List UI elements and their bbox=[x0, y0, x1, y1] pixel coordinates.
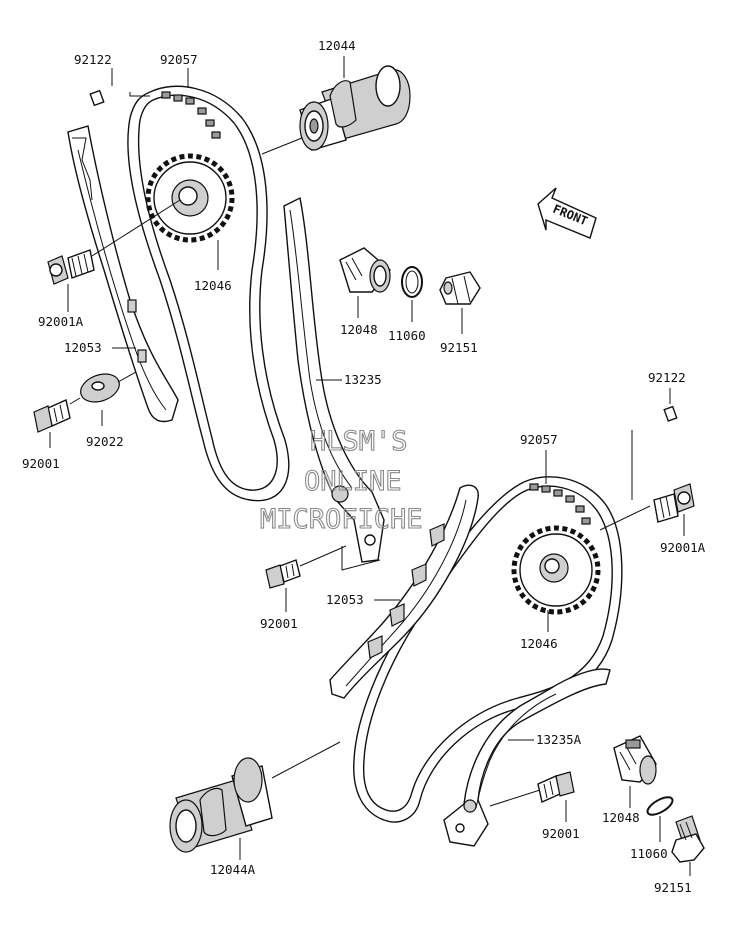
label-tensioner-guide-top: 13235 bbox=[344, 372, 382, 387]
lower-bolt bbox=[537, 771, 575, 803]
upper-flange-bolt bbox=[47, 249, 95, 285]
label-tensioner-guide-bottom: 13235A bbox=[536, 732, 582, 747]
upper-cap-bolt bbox=[439, 271, 481, 305]
watermark-line-3: MICROFICHE bbox=[260, 504, 423, 535]
leader-lines bbox=[49, 56, 691, 876]
label-guide-top: 12053 bbox=[64, 340, 102, 355]
label-pin-top: 92122 bbox=[74, 52, 112, 67]
label-chain-top: 92057 bbox=[160, 52, 198, 67]
watermark-line-2: ONLINE bbox=[304, 466, 402, 497]
upper-tensioner-guide bbox=[283, 196, 385, 563]
label-washer-top: 92022 bbox=[86, 434, 124, 449]
label-camshaft-bottom: 12044A bbox=[210, 862, 256, 877]
upper-dowel-pin bbox=[89, 89, 105, 107]
upper-bolt bbox=[33, 399, 71, 433]
label-cap-bolt-top: 92151 bbox=[440, 340, 478, 355]
label-tensioner-bottom: 12048 bbox=[602, 810, 640, 825]
watermark-line-1: HLSM'S bbox=[310, 426, 408, 457]
lower-camshaft bbox=[169, 757, 273, 853]
label-sprocket-bottom: 12046 bbox=[520, 636, 558, 651]
lower-flange-bolt bbox=[653, 483, 695, 523]
label-chain-bottom: 92057 bbox=[520, 432, 558, 447]
lower-cap-bolt bbox=[671, 815, 705, 863]
lower-dowel-pin bbox=[663, 405, 678, 422]
upper-gasket bbox=[401, 266, 423, 298]
label-cap-bolt-bottom: 92151 bbox=[654, 880, 692, 895]
label-camshaft-top: 12044 bbox=[318, 38, 356, 53]
label-tensioner-top: 12048 bbox=[340, 322, 378, 337]
upper-cam-sprocket bbox=[145, 153, 235, 243]
lower-tensioner-guide bbox=[443, 668, 611, 847]
lower-chain-guide bbox=[329, 484, 479, 699]
label-bolt-top: 92001 bbox=[22, 456, 60, 471]
label-guide-bottom: 12053 bbox=[326, 592, 364, 607]
front-direction-arrow: FRONT bbox=[537, 187, 597, 239]
upper-washer bbox=[80, 373, 120, 403]
label-bolt-mid: 92001 bbox=[260, 616, 298, 631]
middle-bolt bbox=[265, 559, 301, 589]
label-sprocket-top: 12046 bbox=[194, 278, 232, 293]
label-gasket-bottom: 11060 bbox=[630, 846, 668, 861]
lower-cam-sprocket bbox=[511, 525, 601, 615]
label-bolt-bottom: 92001 bbox=[542, 826, 580, 841]
label-guide-bolt-top: 92001A bbox=[38, 314, 84, 329]
label-pin-bottom: 92122 bbox=[648, 370, 686, 385]
watermark: HLSM'S ONLINE MICROFICHE bbox=[259, 425, 423, 535]
lower-chain-tensioner bbox=[613, 735, 657, 785]
part-labels: 92122 92057 12044 92001A 12053 12046 120… bbox=[22, 38, 706, 895]
label-guide-bolt-bottom: 92001A bbox=[660, 540, 706, 555]
upper-chain-tensioner bbox=[339, 247, 391, 293]
label-gasket-top: 11060 bbox=[388, 328, 426, 343]
upper-cam-chain bbox=[127, 85, 290, 502]
lower-gasket bbox=[646, 796, 674, 816]
upper-camshaft bbox=[299, 65, 411, 151]
